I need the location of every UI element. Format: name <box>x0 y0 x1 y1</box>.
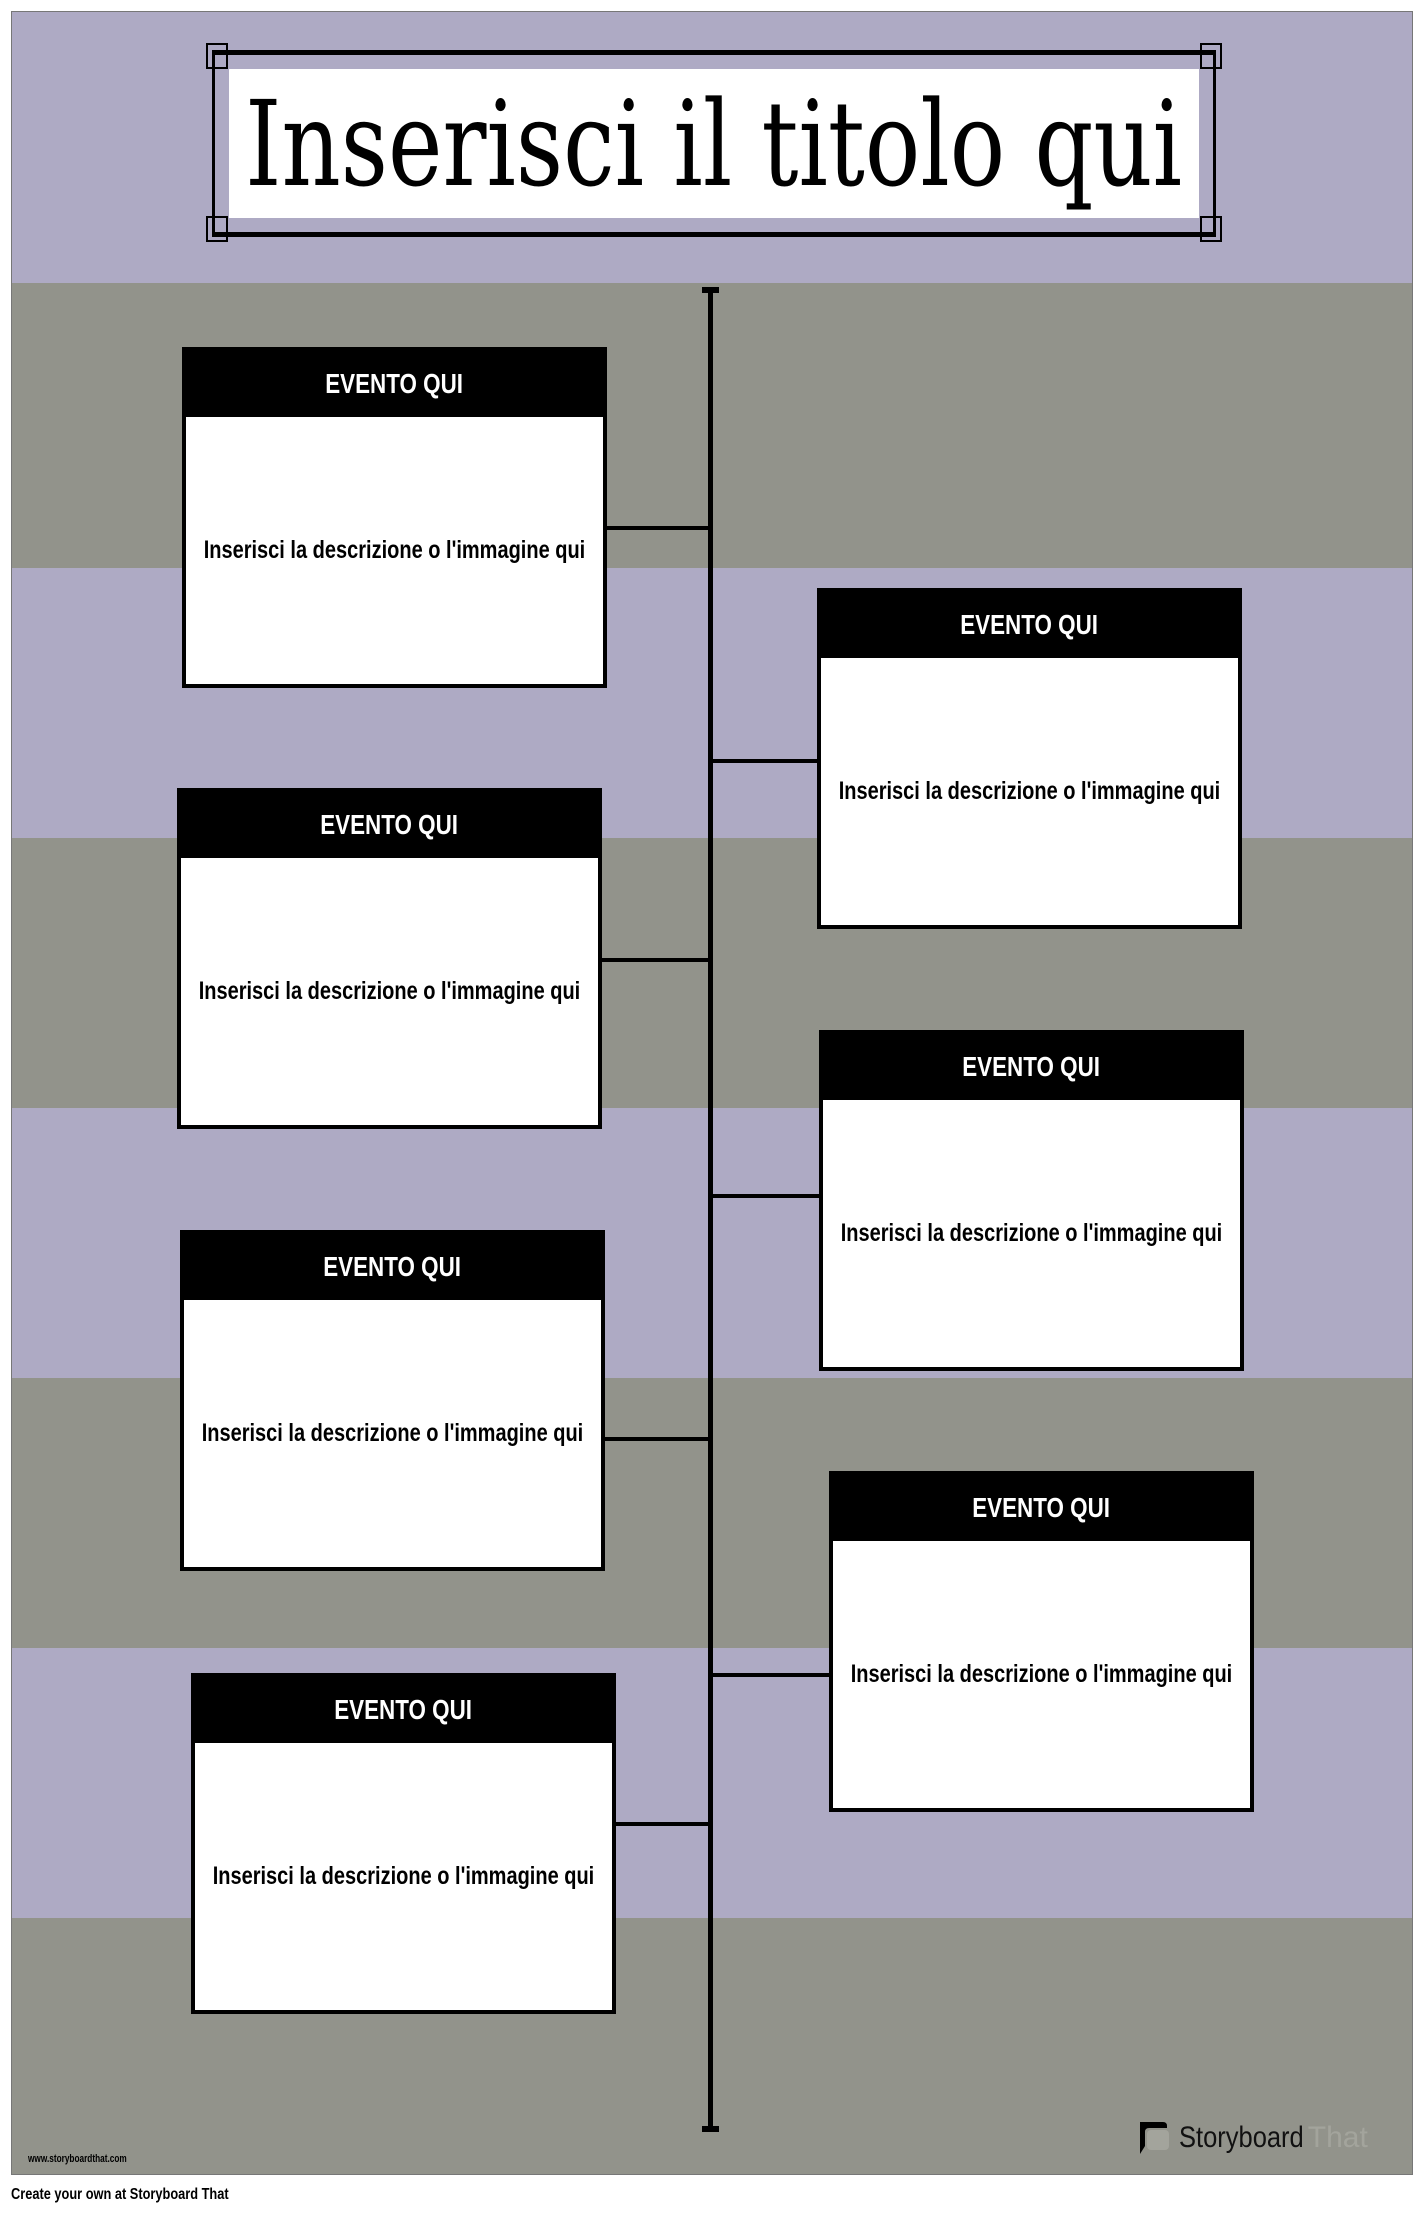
event-description: Inserisci la descrizione o l'immagine qu… <box>838 777 1221 805</box>
event-description: Inserisci la descrizione o l'immagine qu… <box>850 1660 1233 1688</box>
event-card-7[interactable]: EVENTO QUI Inserisci la descrizione o l'… <box>191 1673 616 2014</box>
event-header: EVENTO QUI <box>833 1475 1250 1541</box>
event-body[interactable]: Inserisci la descrizione o l'immagine qu… <box>181 858 598 1125</box>
frame-corner <box>1200 43 1222 69</box>
event-header: EVENTO QUI <box>181 792 598 858</box>
frame-corner <box>206 216 228 242</box>
connector-line <box>614 1822 710 1826</box>
event-body[interactable]: Inserisci la descrizione o l'immagine qu… <box>833 1541 1250 1808</box>
event-body[interactable]: Inserisci la descrizione o l'immagine qu… <box>184 1300 601 1567</box>
connector-line <box>603 1437 710 1441</box>
speech-bubble-icon <box>1140 2122 1169 2154</box>
timeline-poster: Inserisci il titolo qui EVENTO QUI Inser… <box>11 11 1413 2175</box>
storyboardthat-logo: Storyboard That <box>1137 2120 1368 2156</box>
footer-link[interactable]: Create your own at Storyboard That <box>11 2186 229 2203</box>
title-box[interactable]: Inserisci il titolo qui <box>229 69 1199 218</box>
event-description: Inserisci la descrizione o l'immagine qu… <box>212 1862 595 1890</box>
event-title: EVENTO QUI <box>960 609 1099 640</box>
timeline-axis <box>708 288 713 2130</box>
event-header: EVENTO QUI <box>195 1677 612 1743</box>
connector-line <box>605 526 710 530</box>
event-card-1[interactable]: EVENTO QUI Inserisci la descrizione o l'… <box>182 347 607 688</box>
timeline-top-cap <box>702 287 719 293</box>
logo-word-that: That <box>1307 2121 1368 2154</box>
event-title: EVENTO QUI <box>325 368 464 399</box>
title-frame: Inserisci il titolo qui <box>212 50 1216 237</box>
event-card-4[interactable]: EVENTO QUI Inserisci la descrizione o l'… <box>819 1030 1244 1371</box>
event-card-6[interactable]: EVENTO QUI Inserisci la descrizione o l'… <box>829 1471 1254 1812</box>
event-title: EVENTO QUI <box>962 1051 1101 1082</box>
event-header: EVENTO QUI <box>823 1034 1240 1100</box>
event-card-5[interactable]: EVENTO QUI Inserisci la descrizione o l'… <box>180 1230 605 1571</box>
connector-line <box>710 1194 820 1198</box>
event-body[interactable]: Inserisci la descrizione o l'immagine qu… <box>821 658 1238 925</box>
logo-word-storyboard: Storyboard <box>1179 2121 1304 2154</box>
frame-corner <box>1200 216 1222 242</box>
event-header: EVENTO QUI <box>186 351 603 417</box>
page-title: Inserisci il titolo qui <box>245 74 1183 213</box>
connector-line <box>710 759 818 763</box>
event-description: Inserisci la descrizione o l'immagine qu… <box>840 1219 1223 1247</box>
event-description: Inserisci la descrizione o l'immagine qu… <box>201 1419 584 1447</box>
connector-line <box>600 958 710 962</box>
event-title: EVENTO QUI <box>972 1492 1111 1523</box>
event-title: EVENTO QUI <box>323 1251 462 1282</box>
connector-line <box>710 1673 830 1677</box>
event-card-2[interactable]: EVENTO QUI Inserisci la descrizione o l'… <box>817 588 1242 929</box>
frame-corner <box>206 43 228 69</box>
event-body[interactable]: Inserisci la descrizione o l'immagine qu… <box>823 1100 1240 1367</box>
event-title: EVENTO QUI <box>320 809 459 840</box>
event-description: Inserisci la descrizione o l'immagine qu… <box>198 977 581 1005</box>
event-body[interactable]: Inserisci la descrizione o l'immagine qu… <box>186 417 603 684</box>
event-header: EVENTO QUI <box>184 1234 601 1300</box>
event-body[interactable]: Inserisci la descrizione o l'immagine qu… <box>195 1743 612 2010</box>
timeline-bottom-cap <box>702 2126 719 2132</box>
event-header: EVENTO QUI <box>821 592 1238 658</box>
watermark-url: www.storyboardthat.com <box>28 2153 127 2165</box>
event-description: Inserisci la descrizione o l'immagine qu… <box>203 536 586 564</box>
event-title: EVENTO QUI <box>334 1694 473 1725</box>
event-card-3[interactable]: EVENTO QUI Inserisci la descrizione o l'… <box>177 788 602 1129</box>
